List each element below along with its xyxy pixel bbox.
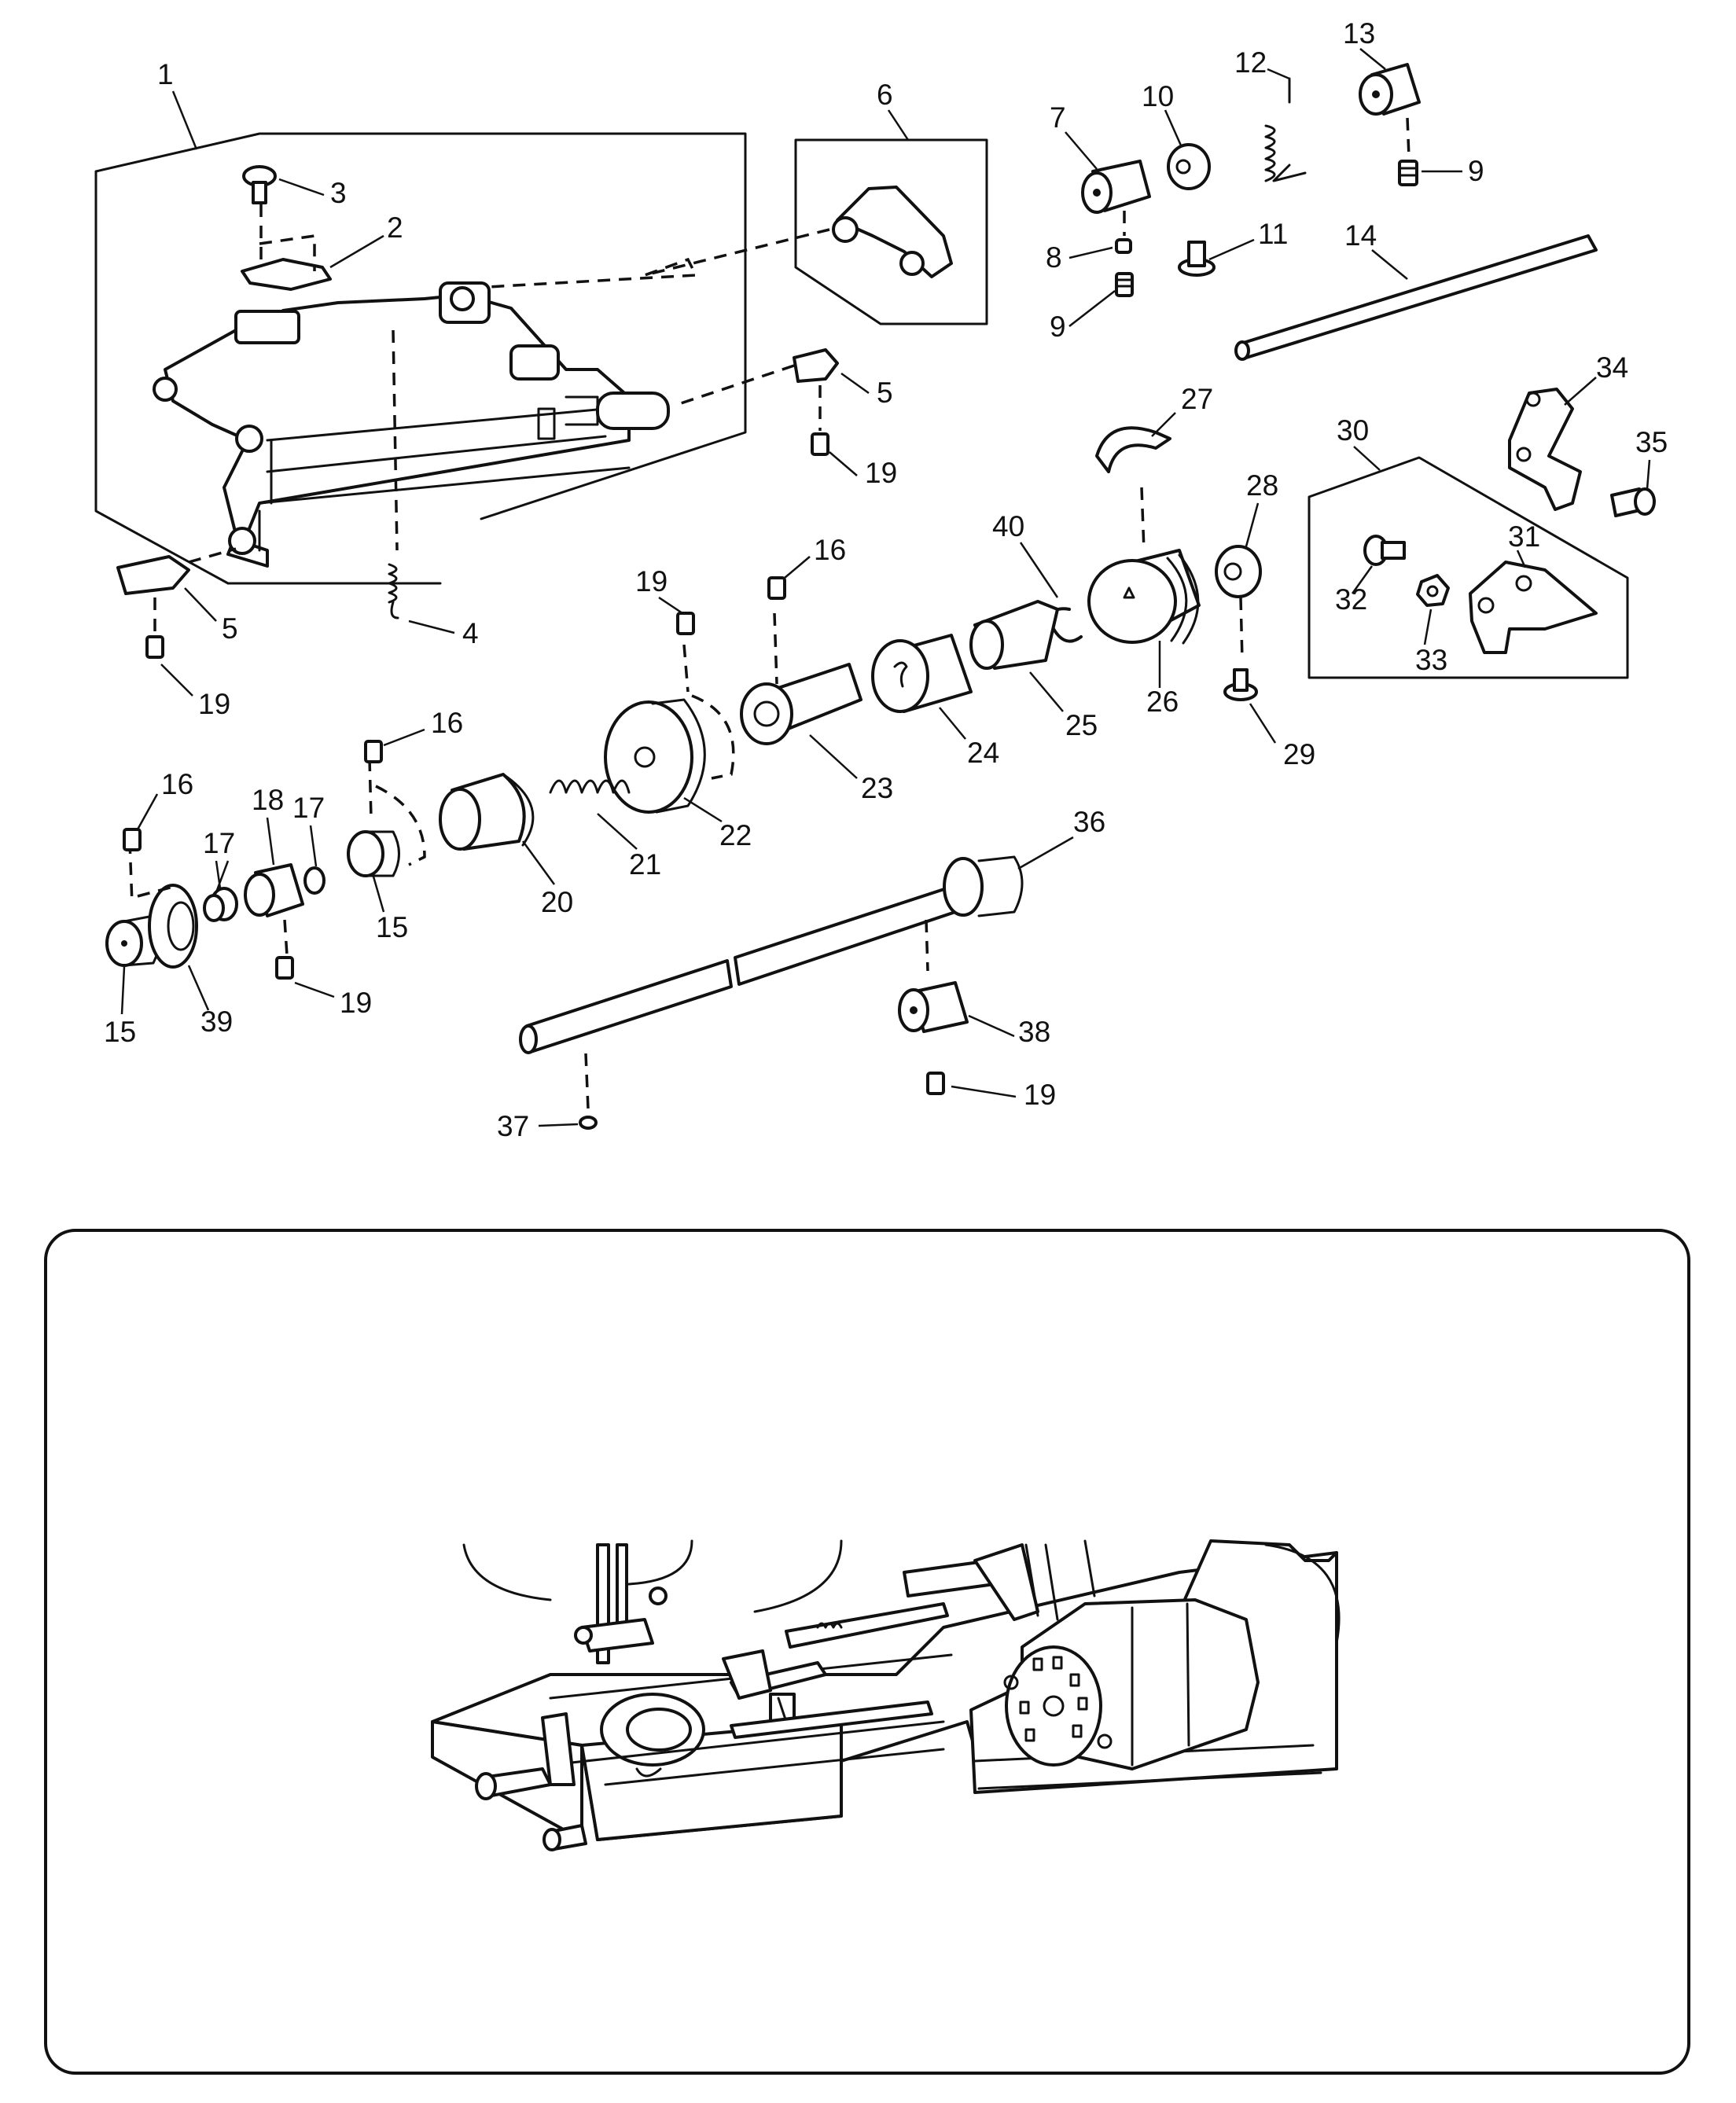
part-8-9-11-screws xyxy=(1115,117,1418,297)
part-5-plug-left xyxy=(116,547,237,595)
callout-25: 25 xyxy=(1065,709,1098,741)
callout-15: 15 xyxy=(376,911,408,943)
callout-13: 13 xyxy=(1343,17,1375,50)
callout-14: 14 xyxy=(1344,219,1377,252)
group-box-1 xyxy=(94,132,747,585)
callout-6: 6 xyxy=(877,79,893,111)
part-39-gear xyxy=(128,840,198,969)
part-18-collar xyxy=(244,863,304,956)
callout-31: 31 xyxy=(1508,520,1540,553)
callout-5b: 5 xyxy=(222,612,238,645)
callout-33: 33 xyxy=(1415,644,1447,676)
callout-26: 26 xyxy=(1146,686,1179,718)
part-34-plate xyxy=(1508,388,1582,511)
part-27-clip xyxy=(1095,426,1171,551)
callout-19b: 19 xyxy=(198,688,230,720)
part-35-screw xyxy=(1610,487,1656,517)
part-15-collar-mid xyxy=(347,758,426,877)
part-29-screw xyxy=(1223,668,1258,701)
callout-19: 19 xyxy=(865,457,897,489)
part-22-wheel xyxy=(604,644,735,814)
part-31-lever xyxy=(1469,561,1598,654)
installed-view-panel xyxy=(44,1229,1690,2075)
part-20-cam xyxy=(439,773,535,851)
callout-8: 8 xyxy=(1046,241,1062,274)
callout-16c: 16 xyxy=(161,768,193,800)
callout-9b: 9 xyxy=(1468,155,1484,187)
callout-23: 23 xyxy=(861,772,893,804)
part-13-collar xyxy=(1359,63,1421,116)
callout-21: 21 xyxy=(629,848,661,881)
callout-22: 22 xyxy=(719,819,752,851)
part-12-spring xyxy=(1264,77,1307,182)
callout-16: 16 xyxy=(814,534,846,566)
callout-24: 24 xyxy=(967,737,999,769)
part-37-pin xyxy=(579,1116,598,1130)
part-14-shaft xyxy=(1234,234,1598,361)
part-32-screw xyxy=(1363,535,1406,566)
callout-17: 17 xyxy=(292,792,325,824)
callout-27: 27 xyxy=(1181,383,1213,415)
needle-assembly-illustration xyxy=(574,1543,668,1664)
part-38-collar xyxy=(898,981,969,1033)
part-28-collar xyxy=(1215,545,1262,661)
group-box-6 xyxy=(794,138,988,325)
callout-16b: 16 xyxy=(431,707,463,739)
part-17-washers xyxy=(203,866,326,922)
callout-7: 7 xyxy=(1050,101,1066,134)
part-6-bracket xyxy=(487,186,953,289)
callout-19d: 19 xyxy=(340,987,372,1019)
callout-18: 18 xyxy=(252,784,284,816)
callout-5: 5 xyxy=(877,377,893,409)
part-7-collar xyxy=(1081,160,1151,214)
callout-9: 9 xyxy=(1050,311,1066,343)
part-3-screw xyxy=(242,165,277,204)
feed-base-in-situ xyxy=(475,1539,1096,1851)
callout-11: 11 xyxy=(1258,218,1288,250)
callout-20: 20 xyxy=(541,886,573,918)
part-2-clamp xyxy=(241,233,332,291)
callout-10: 10 xyxy=(1142,80,1174,112)
part-26-cam xyxy=(1087,549,1201,645)
part-36-shaft xyxy=(519,855,1024,1109)
callout-39: 39 xyxy=(200,1006,233,1038)
callout-34: 34 xyxy=(1596,351,1628,384)
callout-35: 35 xyxy=(1635,426,1668,458)
callout-3: 3 xyxy=(330,177,347,209)
callout-30: 30 xyxy=(1337,414,1369,447)
installed-view-illustration xyxy=(431,1539,1341,1851)
group-box-30 xyxy=(1308,456,1629,679)
part-21-spring xyxy=(549,779,631,794)
part-5-plug-right xyxy=(675,348,839,406)
callout-2: 2 xyxy=(387,211,403,244)
callout-15b: 15 xyxy=(104,1016,136,1048)
callout-labels: 1 2 3 4 5 5 6 7 8 9 9 10 11 12 13 14 15 … xyxy=(104,17,1668,1142)
callout-4: 4 xyxy=(462,617,479,649)
part-10-collar xyxy=(1167,143,1211,190)
part-4-spring xyxy=(388,329,399,620)
part-24-cam xyxy=(871,634,973,713)
callout-36: 36 xyxy=(1073,806,1105,838)
callout-29: 29 xyxy=(1283,738,1315,770)
callout-38: 38 xyxy=(1018,1016,1050,1048)
part-33-nut xyxy=(1416,574,1450,607)
hook-ring-illustration xyxy=(600,1693,705,1778)
callout-19e: 19 xyxy=(1024,1079,1056,1111)
exploded-view xyxy=(94,63,1656,1130)
callout-32: 32 xyxy=(1335,583,1367,616)
callout-17b: 17 xyxy=(203,827,235,859)
callout-28: 28 xyxy=(1246,469,1278,502)
callout-1: 1 xyxy=(157,58,174,90)
callout-19c: 19 xyxy=(635,565,668,597)
motor-illustration xyxy=(1003,1598,1260,1770)
callout-40: 40 xyxy=(992,510,1024,542)
part-16-19-set-screws xyxy=(123,385,945,1095)
feed-base-frame xyxy=(153,281,670,568)
part-25-cam-piece xyxy=(969,600,1059,670)
callout-37: 37 xyxy=(497,1110,529,1142)
part-23-cam-sleeve xyxy=(740,612,862,745)
callout-12: 12 xyxy=(1234,46,1267,79)
